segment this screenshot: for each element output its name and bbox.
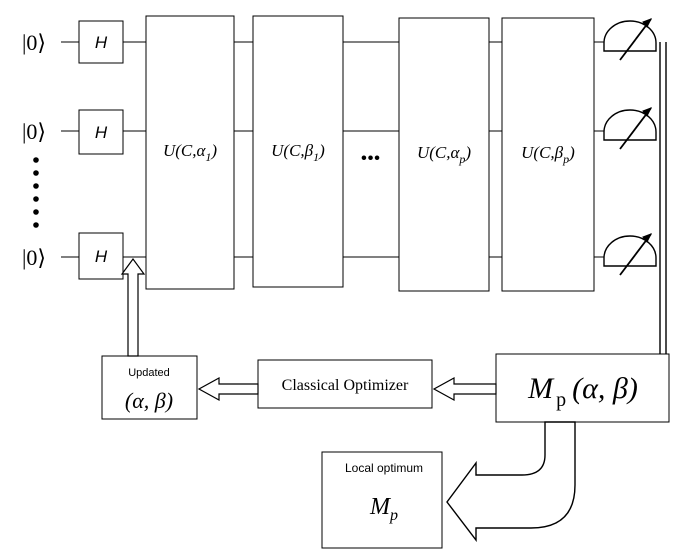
- qubit-wires: [61, 41, 604, 258]
- hadamard-gate-1-label: H: [95, 33, 108, 52]
- local-optimum-value: Mp: [369, 494, 398, 524]
- unitary-block-4-box: [501, 17, 595, 292]
- expectation-box: [495, 353, 670, 423]
- arrow-expectation-to-optimizer: [432, 376, 497, 402]
- unitary-block-3-box: [398, 17, 490, 292]
- hadamard-gate-3-box: [78, 232, 124, 280]
- horizontal-ellipsis: •••: [361, 150, 381, 167]
- hadamard-gate-2-box: [78, 109, 124, 155]
- ket-qubit-2: |0⟩: [22, 119, 46, 144]
- updated-params-box: [101, 355, 198, 420]
- unitary-block-3-label: U(C,αp): [417, 143, 471, 166]
- unitary-blocks: U(C,α1) U(C,β1) U(C,αp) U(C,βp): [145, 15, 595, 292]
- local-optimum-box: [321, 451, 443, 549]
- arrow-optimizer-to-updated: [197, 376, 259, 402]
- ket-qubit-1: |0⟩: [22, 30, 46, 55]
- hadamard-gates: H H H: [78, 20, 124, 280]
- arrow-updated-to-circuit: [120, 257, 146, 357]
- hadamard-gate-3-label: H: [95, 247, 108, 266]
- classical-bus: [659, 42, 667, 354]
- vertical-ellipsis: [33, 157, 39, 228]
- unitary-block-4-label: U(C,βp): [521, 143, 575, 166]
- hadamard-gate-2-label: H: [95, 123, 108, 142]
- classical-optimizer-box: [257, 359, 433, 409]
- classical-optimizer-label: Classical Optimizer: [282, 377, 409, 394]
- unitary-block-1-label: U(C,α1): [163, 141, 217, 164]
- ket-qubit-3: |0⟩: [22, 245, 46, 270]
- updated-params-title: Updated: [128, 367, 170, 379]
- unitary-block-1-box: [145, 15, 235, 290]
- meter-icon: [603, 18, 657, 61]
- unitary-block-2-label: U(C,β1): [271, 141, 325, 164]
- meter-icon: [603, 233, 657, 276]
- unitary-block-2-box: [252, 15, 344, 288]
- measurement-meters: [603, 18, 657, 276]
- meter-icon: [603, 107, 657, 150]
- hadamard-gate-1-box: [78, 20, 124, 64]
- kets: |0⟩ |0⟩ |0⟩: [22, 30, 46, 270]
- local-optimum-title: Local optimum: [345, 461, 423, 475]
- arrow-expectation-to-local-optimum: [446, 421, 576, 543]
- updated-params-values: (α, β): [125, 388, 173, 413]
